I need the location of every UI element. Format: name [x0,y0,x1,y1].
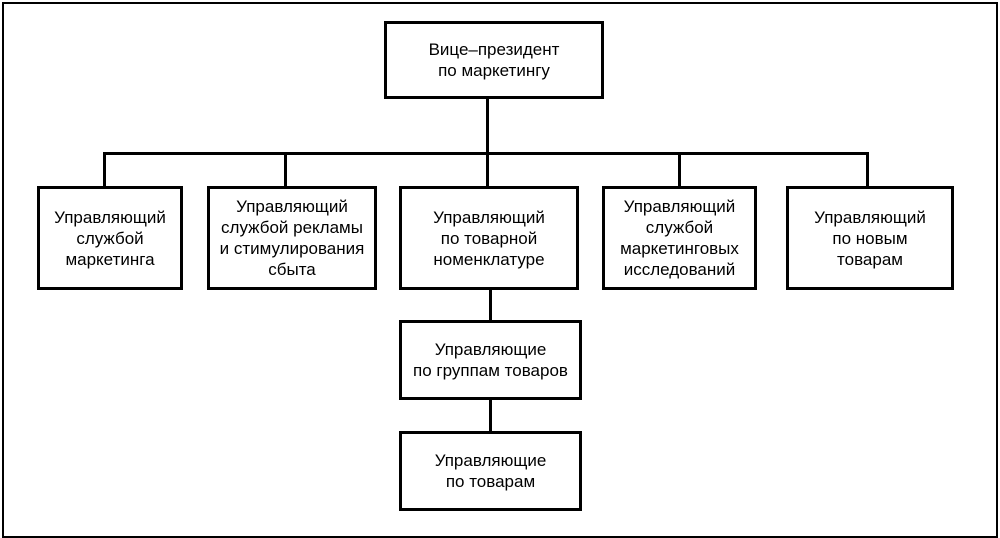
product-range-manager-box: Управляющий по товарной номенклатуре [399,186,579,290]
advertising-manager-box: Управляющий службой рекламы и стимулиров… [207,186,377,290]
new-products-manager-box: Управляющий по новым товарам [786,186,954,290]
connector-to-products [489,398,492,433]
connector-drop-3 [486,152,489,188]
marketing-research-manager-label: Управляющий службой маркетинговых исслед… [620,197,739,279]
product-managers-label: Управляющие по товарам [434,451,547,491]
connector-drop-2 [284,152,287,188]
connector-drop-4 [678,152,681,188]
connector-drop-5 [866,152,869,188]
connector-drop-1 [103,152,106,188]
marketing-service-manager-label: Управляющий службой маркетинга [54,207,166,269]
connector-root-down [486,97,489,154]
product-group-managers-label: Управляющие по группам товаров [413,340,568,380]
marketing-service-manager-box: Управляющий службой маркетинга [37,186,183,290]
new-products-manager-label: Управляющий по новым товарам [814,207,926,269]
advertising-manager-label: Управляющий службой рекламы и стимулиров… [219,197,365,279]
product-range-manager-label: Управляющий по товарной номенклатуре [433,207,545,269]
product-group-managers-box: Управляющие по группам товаров [399,320,582,400]
product-managers-box: Управляющие по товарам [399,431,582,511]
connector-to-product-groups [489,288,492,322]
marketing-research-manager-box: Управляющий службой маркетинговых исслед… [602,186,757,290]
vp-marketing-box: Вице–президент по маркетингу [384,21,604,99]
vp-marketing-label: Вице–президент по маркетингу [428,40,560,80]
